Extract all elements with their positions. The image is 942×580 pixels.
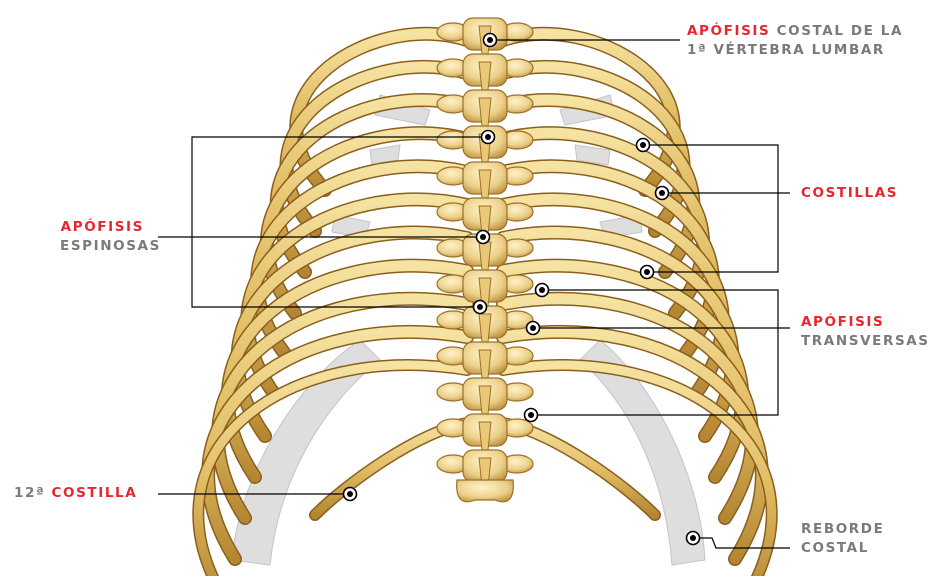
label-costal-margin-line1: REBORDE [801, 521, 884, 537]
label-spinous-gray: ESPINOSAS [60, 238, 161, 254]
label-rib12-red: COSTILLA [52, 485, 138, 501]
vertebra-11 [437, 378, 533, 414]
label-rib12: 12ª COSTILLA [14, 484, 137, 503]
label-spinous-red: APÓFISIS [61, 219, 144, 235]
label-costal-process: APÓFISIS COSTAL DE LA 1ª VÉRTEBRA LUMBAR [687, 22, 903, 60]
dot-rib-1 [637, 139, 650, 152]
label-costal-margin: REBORDE COSTAL [801, 520, 884, 558]
label-costal-process-red: APÓFISIS [687, 23, 770, 39]
dot-transverse-1 [536, 284, 549, 297]
label-ribs-red: COSTILLAS [801, 185, 898, 201]
vertebra-5 [437, 162, 533, 198]
vertebra-12 [437, 414, 533, 450]
label-costal-margin-line2: COSTAL [801, 540, 869, 556]
dot-rib-3 [641, 266, 654, 279]
dot-spinous-1 [482, 131, 495, 144]
vertebra-3 [437, 90, 533, 126]
label-spinous: APÓFISIS ESPINOSAS [60, 218, 144, 256]
dot-transverse-2 [527, 322, 540, 335]
label-rib12-gray: 12ª [14, 485, 52, 501]
dot-spinous-2 [477, 231, 490, 244]
label-costal-process-line2: 1ª VÉRTEBRA LUMBAR [687, 42, 885, 58]
vertebra-2 [437, 54, 533, 90]
dot-spinous-3 [474, 301, 487, 314]
dot-rib12 [344, 488, 357, 501]
label-transverse-gray: TRANSVERSAS [801, 333, 930, 349]
vertebral-column [437, 18, 533, 502]
dot-transverse-3 [525, 409, 538, 422]
dot-costal-margin [687, 532, 700, 545]
lumbar-vertebra [457, 480, 514, 502]
dot-costal-process [484, 34, 497, 47]
label-ribs: COSTILLAS [801, 184, 898, 203]
label-transverse-red: APÓFISIS [801, 314, 884, 330]
label-transverse: APÓFISIS TRANSVERSAS [801, 313, 930, 351]
dot-rib-2 [656, 187, 669, 200]
label-costal-process-rest: COSTAL DE LA [770, 23, 903, 39]
